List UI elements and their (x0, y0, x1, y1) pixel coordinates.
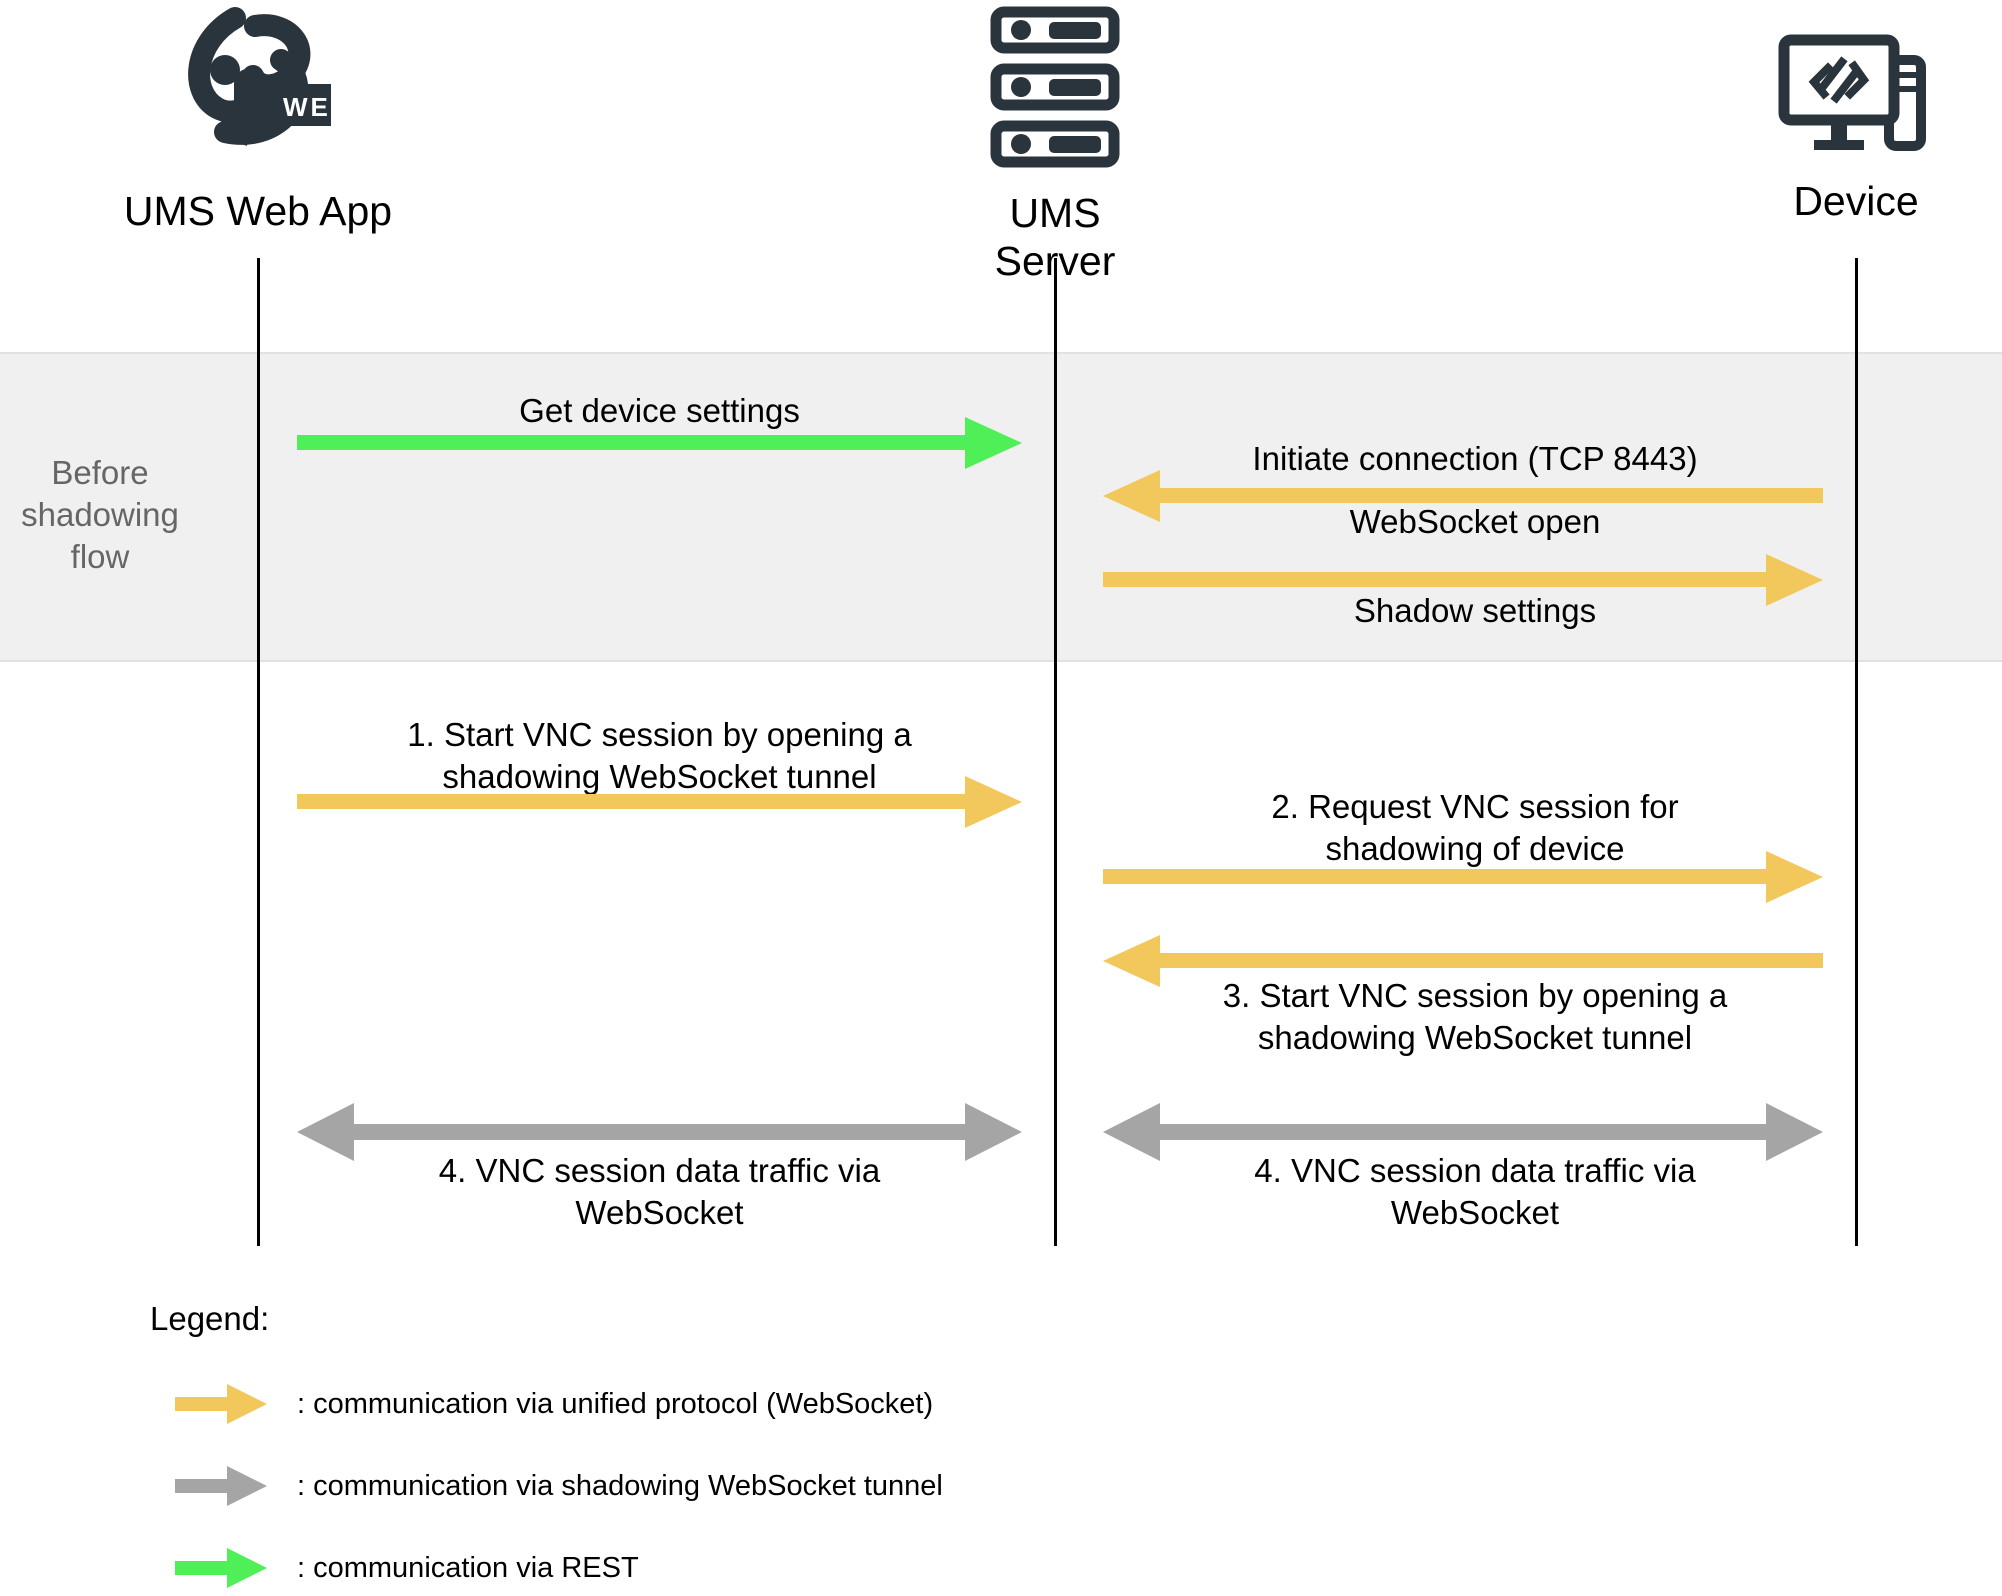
arrow-right-gray-icon (175, 1464, 267, 1508)
actor-label-ums-web-app: UMS Web App (123, 188, 393, 234)
message-label-websocket-open: WebSocket open (1349, 503, 1601, 540)
actor-ums-web-app: WEB UMS Web App (58, 4, 458, 235)
legend-row-websocket: : communication via unified protocol (We… (175, 1382, 933, 1426)
phase-band-label: Before shadowing flow (21, 454, 179, 576)
lifeline-device (1855, 258, 1858, 1246)
ums-web-logo-icon: WEB (58, 4, 458, 169)
phase-band-before-shadowing (0, 352, 2002, 662)
actor-ums-server: UMS Server (855, 4, 1255, 286)
arrow-right-yellow-icon (175, 1382, 267, 1426)
lifeline-ums-server (1054, 258, 1057, 1246)
actor-label-ums-server: UMS Server (994, 190, 1116, 285)
arrow-right-green-icon (175, 1546, 267, 1590)
legend-label-rest: : communication via REST (297, 1551, 639, 1584)
device-monitor-icon (1656, 14, 2002, 169)
actor-device: Device (1656, 14, 2002, 225)
message-label-step-1: 1. Start VNC session by opening a shadow… (407, 716, 912, 796)
legend-title: Legend: (150, 1300, 270, 1337)
lifeline-ums-web-app (257, 258, 260, 1246)
message-label-initiate-connection: Initiate connection (TCP 8443) (1252, 440, 1698, 477)
message-label-shadow-settings: Shadow settings (1353, 592, 1597, 629)
legend-label-websocket: : communication via unified protocol (We… (297, 1387, 934, 1420)
message-label-get-device-settings: Get device settings (519, 392, 800, 429)
legend-row-shadow-tunnel: : communication via shadowing WebSocket … (175, 1464, 943, 1508)
message-label-step-4-right: 4. VNC session data traffic via WebSocke… (1254, 1152, 1696, 1232)
message-label-step-2: 2. Request VNC session for shadowing of … (1271, 788, 1679, 868)
actor-label-device: Device (1793, 178, 1919, 224)
legend-row-rest: : communication via REST (175, 1546, 639, 1590)
svg-text:WEB: WEB (283, 92, 353, 122)
message-label-step-4-left: 4. VNC session data traffic via WebSocke… (438, 1152, 881, 1232)
message-label-step-3: 3. Start VNC session by opening a shadow… (1222, 977, 1728, 1057)
server-rack-icon (855, 4, 1255, 175)
legend-label-shadow-tunnel: : communication via shadowing WebSocket … (297, 1469, 943, 1502)
